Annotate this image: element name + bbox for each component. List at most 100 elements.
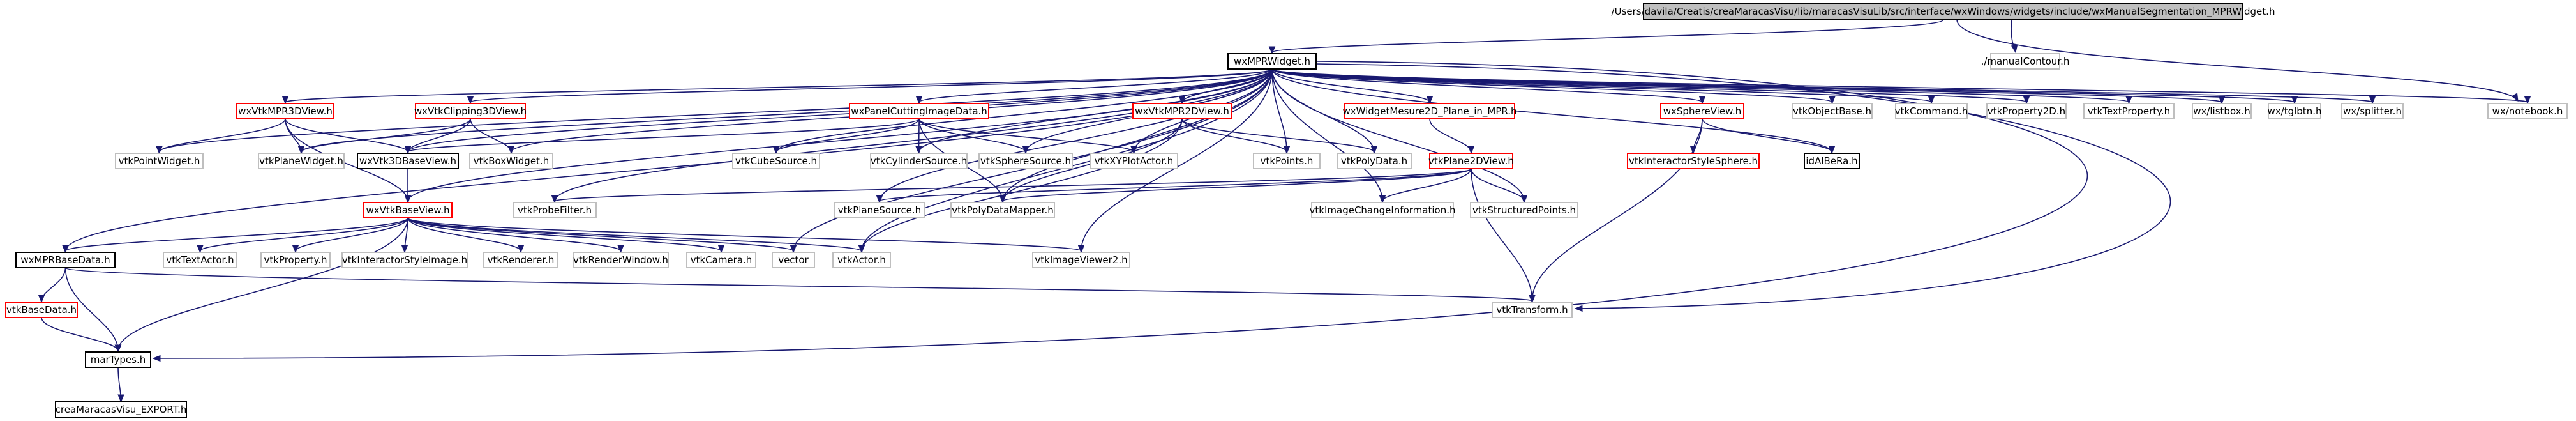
edge-vtkbaseview-to-textactor: [197, 217, 408, 254]
node-vtk3dbase-label: wxVtk3DBaseView.h: [359, 155, 456, 167]
node-vtk3dbase-box: [357, 153, 459, 169]
edge-vtkbaseview-to-imageviewer2: [407, 217, 1085, 254]
node-polydata-box: [1337, 153, 1412, 169]
node-textactor-label: vtkTextActor.h: [166, 254, 234, 266]
node-idalbera[interactable]: idAlBeRa.h: [1804, 153, 1860, 169]
node-renderwindow: vtkRenderWindow.h: [573, 252, 669, 268]
node-listbox-box: [2192, 103, 2252, 119]
edge-martypes-to-export: [117, 367, 124, 403]
edge-wxmprwidget-to-structpoints: [1271, 68, 1528, 204]
edge-root-to-wxmprwidget: [1268, 19, 1944, 55]
edge-root-to-notebook: [1956, 19, 2519, 102]
node-command: vtkCommand.h: [1895, 103, 1968, 119]
edge-wxmprwidget-to-command: [1271, 68, 1935, 105]
node-textactor: vtkTextActor.h: [163, 252, 237, 268]
node-polymapper: vtkPolyDataMapper.h: [950, 202, 1055, 218]
node-changeinfo-box: [1311, 202, 1454, 218]
node-martypes[interactable]: marTypes.h: [85, 351, 151, 368]
edge-wxmprwidget-to-vtkbaseview: [404, 68, 1273, 204]
edge-wxmprwidget-to-polymapper: [999, 68, 1273, 204]
node-panelcut[interactable]: wxPanelCuttingImageData.h: [849, 103, 989, 119]
node-wxmprwidget-box: [1227, 53, 1317, 70]
node-basedata-box: [5, 302, 78, 318]
node-planewidget-label: vtkPlaneWidget.h: [259, 155, 343, 167]
node-mpr3d[interactable]: wxVtkMPR3DView.h: [236, 103, 334, 119]
edge-basedata-to-martypes: [41, 317, 122, 353]
node-imageviewer2-box: [1032, 252, 1130, 268]
node-pointwidget-label: vtkPointWidget.h: [119, 155, 200, 167]
node-camera-label: vtkCamera.h: [691, 254, 753, 266]
node-cubesource: vtkCubeSource.h: [732, 153, 820, 169]
edge-plane2d-to-probefilter: [551, 168, 1472, 204]
node-vector-box: [772, 252, 815, 268]
node-mprbasedata[interactable]: wxMPRBaseData.h: [15, 252, 116, 268]
node-mpr3d-box: [236, 103, 334, 119]
node-mesure2d[interactable]: wxWidgetMesure2D_Plane_in_MPR.h: [1342, 103, 1517, 119]
node-property-box: [260, 252, 331, 268]
node-root[interactable]: /Users/davila/Creatis/creaMaracasVisu/li…: [1612, 3, 2275, 20]
node-plane2d-box: [1429, 153, 1513, 169]
node-sphereview-label: wxSphereView.h: [1663, 105, 1741, 117]
node-vtkbaseview[interactable]: wxVtkBaseView.h: [363, 202, 453, 218]
node-probefilter: vtkProbeFilter.h: [513, 202, 597, 218]
node-splitter: wx/splitter.h: [2341, 103, 2404, 119]
node-manualcontour: ./manualContour.h: [1981, 53, 2069, 70]
edge-sphereview-to-idalbera: [1702, 118, 1836, 155]
node-cylsource: vtkCylinderSource.h: [870, 153, 968, 169]
edge-wxmprwidget-to-panelcut: [915, 68, 1273, 105]
edge-vtkbaseview-to-vector: [407, 217, 797, 254]
node-renderer: vtkRenderer.h: [483, 252, 558, 268]
node-command-box: [1895, 103, 1968, 119]
node-vtk3dbase[interactable]: wxVtk3DBaseView.h: [357, 153, 459, 169]
node-martypes-box: [85, 351, 151, 368]
node-wxmprwidget-label: wxMPRWidget.h: [1234, 56, 1310, 67]
node-polymapper-label: vtkPolyDataMapper.h: [952, 204, 1053, 216]
edge-mesure2d-to-plane2d: [1429, 118, 1475, 155]
edge-panelcut-to-cylsource: [915, 118, 922, 155]
node-mpr2d-box: [1132, 103, 1232, 119]
node-planewidget-box: [258, 153, 345, 169]
edge-wxmprwidget-to-objectbase: [1271, 68, 1836, 105]
node-interactorsphere[interactable]: vtkInteractorStyleSphere.h: [1627, 153, 1760, 169]
edge-wxmprwidget-to-sphereview: [1271, 68, 1706, 105]
node-property2d-label: vtkProperty2D.h: [1988, 105, 2065, 117]
node-martypes-label: marTypes.h: [91, 354, 146, 365]
node-notebook: wx/notebook.h: [2487, 103, 2568, 119]
node-textactor-box: [163, 252, 237, 268]
node-sphereview[interactable]: wxSphereView.h: [1660, 103, 1744, 119]
edge-plane2d-to-changeinfo: [1379, 168, 1472, 204]
node-export[interactable]: creaMaracasVisu_EXPORT.h: [55, 401, 187, 418]
node-clip3d-box: [415, 103, 526, 119]
edge-panelcut-to-cubesource: [772, 118, 920, 155]
node-points-label: vtkPoints.h: [1261, 155, 1314, 167]
node-panelcut-label: wxPanelCuttingImageData.h: [851, 105, 987, 117]
node-pointwidget-box: [115, 153, 204, 169]
edge-vtkbaseview-to-renderwindow: [407, 217, 624, 254]
node-changeinfo-label: vtkImageChangeInformation.h: [1310, 204, 1456, 216]
node-vector: vector: [772, 252, 815, 268]
edge-vtkbaseview-to-camera: [407, 217, 725, 254]
node-plane2d[interactable]: vtkPlane2DView.h: [1428, 153, 1514, 169]
node-renderer-label: vtkRenderer.h: [488, 254, 555, 266]
node-camera: vtkCamera.h: [686, 252, 756, 268]
node-wxmprwidget[interactable]: wxMPRWidget.h: [1227, 53, 1317, 70]
node-mprbasedata-label: wxMPRBaseData.h: [20, 254, 110, 266]
node-basedata[interactable]: vtkBaseData.h: [5, 302, 78, 318]
node-vtkbaseview-label: wxVtkBaseView.h: [366, 204, 450, 216]
node-textproperty-label: vtkTextProperty.h: [2088, 105, 2170, 117]
node-mesure2d-box: [1344, 103, 1515, 119]
node-tglbtn-label: wx/tglbtn.h: [2268, 105, 2322, 117]
node-planesource-label: vtkPlaneSource.h: [838, 204, 921, 216]
node-splitter-label: wx/splitter.h: [2343, 105, 2402, 117]
node-clip3d[interactable]: wxVtkClipping3DView.h: [414, 103, 527, 119]
node-clip3d-label: wxVtkClipping3DView.h: [414, 105, 527, 117]
edge-vtk3dbase-to-vtkbaseview: [404, 168, 412, 204]
node-mpr2d[interactable]: wxVtkMPR2DView.h: [1132, 103, 1232, 119]
edge-wxmprwidget-to-mesure2d: [1271, 68, 1434, 105]
node-objectbase: vtkObjectBase.h: [1792, 103, 1873, 119]
node-mpr3d-label: wxVtkMPR3DView.h: [238, 105, 333, 117]
node-changeinfo: vtkImageChangeInformation.h: [1310, 202, 1456, 218]
edge-vtkbaseview-to-martypes: [114, 217, 408, 353]
edge-clip3d-to-boxwidget: [470, 118, 515, 155]
node-export-box: [55, 401, 187, 418]
